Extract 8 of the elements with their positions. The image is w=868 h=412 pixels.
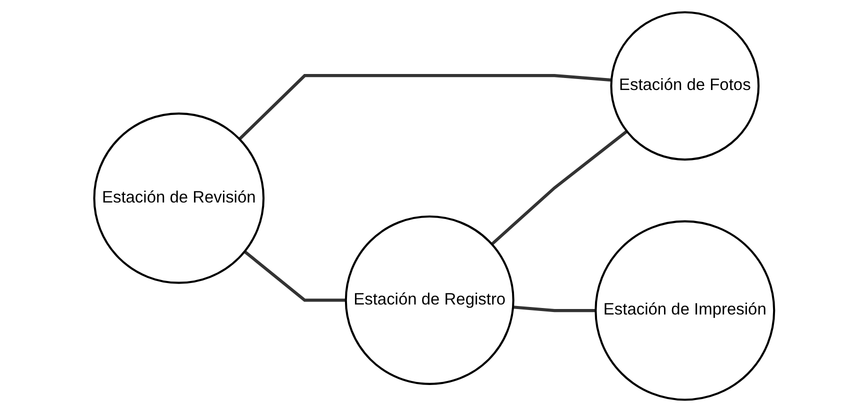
connector: [490, 130, 628, 246]
node-circle: Estación de Fotos: [610, 11, 760, 161]
node-circle: Estación de Impresión: [594, 220, 775, 401]
connector: [512, 306, 596, 312]
connector: [238, 74, 612, 140]
connector: [243, 250, 346, 302]
node-circle: Estación de Registro: [344, 216, 514, 385]
node-circle: Estación de Revisión: [93, 112, 264, 284]
